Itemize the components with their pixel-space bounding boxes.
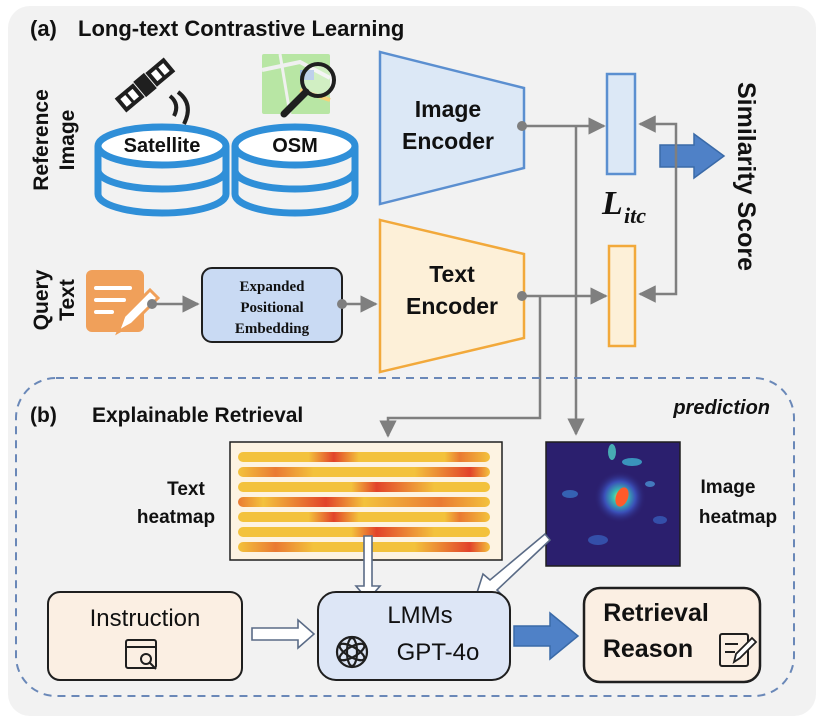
image-heatmap-line2: heatmap — [699, 507, 777, 528]
openai-logo-icon — [335, 635, 369, 669]
text-encoder — [378, 218, 526, 374]
loss-symbol: L — [601, 185, 623, 222]
image-heatmap-blobs — [562, 444, 667, 545]
magnifier-icon — [280, 62, 336, 118]
document-search-icon — [125, 639, 157, 670]
text-encoder-line1: Text — [429, 261, 475, 287]
reference-image-line2: Image — [56, 110, 79, 171]
section-b-title: Explainable Retrieval — [92, 404, 303, 427]
text-embedding-vector — [607, 244, 637, 348]
loss-subscript: itc — [624, 203, 646, 228]
positional-line3: Embedding — [235, 321, 310, 337]
osm-database-icon — [231, 123, 359, 217]
reference-image-label: Reference Image — [30, 89, 79, 191]
positional-line2: Positional — [240, 300, 303, 316]
signal-icon-outer — [176, 90, 190, 125]
text-encoder-line2: Encoder — [406, 293, 498, 319]
image-encoder-line2: Encoder — [402, 128, 494, 154]
edit-note-icon — [719, 633, 758, 667]
satellite-database-icon — [94, 123, 230, 217]
satellite-label: Satellite — [124, 135, 201, 157]
positional-line1: Expanded — [239, 279, 305, 295]
prediction-label: prediction — [672, 397, 770, 419]
image-embedding-vector — [605, 72, 637, 176]
lmm-to-reason-arrow — [513, 611, 580, 661]
instruction-box — [47, 591, 243, 681]
text-heatmap-line2: heatmap — [137, 507, 215, 528]
image-encoder-line1: Image — [415, 96, 481, 122]
query-text-label: Query Text — [30, 269, 79, 330]
signal-icon — [168, 94, 179, 117]
document-edit-icon — [86, 270, 161, 336]
satellite-icon — [114, 57, 176, 113]
osm-label: OSM — [272, 135, 318, 157]
lmms-label: LMMs — [387, 602, 452, 629]
gpt4o-label: GPT-4o — [397, 639, 480, 666]
image-encoder — [378, 50, 526, 206]
reason-label: Reason — [603, 635, 693, 663]
map-icon — [261, 53, 331, 115]
connector-dot — [517, 121, 527, 131]
reference-image-line1: Reference — [30, 89, 53, 191]
connectors-a — [152, 115, 678, 438]
section-a-label: (a) — [30, 16, 57, 41]
connector-dot — [337, 299, 347, 309]
similarity-score-label: Similarity Score — [732, 82, 760, 271]
retrieval-reason-box — [582, 586, 762, 684]
image-heatmap-line1: Image — [701, 477, 756, 498]
query-text-line2: Text — [56, 279, 79, 321]
section-b-label: (b) — [30, 404, 57, 427]
text-heatmap-line1: Text — [167, 479, 205, 500]
connector-dot — [147, 299, 157, 309]
retrieval-label: Retrieval — [603, 599, 709, 627]
section-a-title: Long-text Contrastive Learning — [78, 16, 404, 41]
query-text-line1: Query — [30, 269, 53, 330]
instruction-label: Instruction — [90, 605, 201, 632]
connector-dot — [517, 291, 527, 301]
